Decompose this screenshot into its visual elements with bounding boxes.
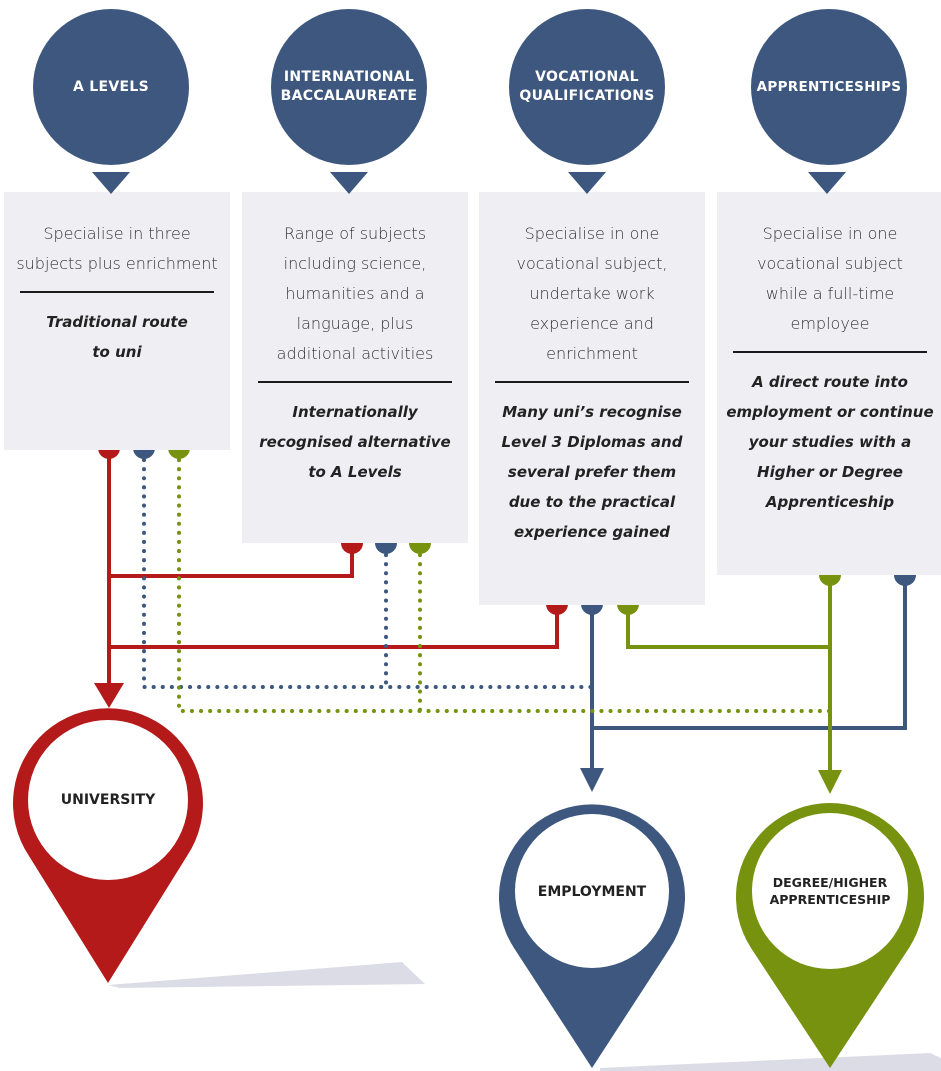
employment-pin-shadow xyxy=(600,1053,941,1071)
vocational-pointer xyxy=(568,172,606,194)
a-levels-description: Specialise in three subjects plus enrich… xyxy=(16,224,218,273)
vocational-apprenticeship-line xyxy=(626,604,830,649)
vocational-divider xyxy=(495,381,689,383)
apprenticeships-title: APPRENTICESHIPS xyxy=(756,78,902,95)
vocational-university-line xyxy=(109,604,559,649)
a-levels-pointer xyxy=(92,172,130,194)
employment-label: EMPLOYMENT xyxy=(537,884,647,900)
a-levels-circle: A LEVELS xyxy=(33,9,189,165)
a-levels-title: A LEVELS xyxy=(73,78,149,95)
a-levels-note: Traditional route to uni xyxy=(46,313,188,361)
vocational-description: Specialise in one vocational subject, un… xyxy=(516,224,668,363)
ib-title: INTERNATIONAL BACCALAUREATE xyxy=(280,69,418,104)
ib-description: Range of subjects including science, hum… xyxy=(276,224,434,363)
employment-pin xyxy=(498,804,685,1068)
a-levels-divider xyxy=(20,291,214,293)
apprenticeships-info-box: Specialise in one vocational subject whi… xyxy=(717,192,941,575)
ib-info-box: Range of subjects including science, hum… xyxy=(242,192,468,543)
university-arrowhead xyxy=(94,683,124,708)
a-levels-employment-line xyxy=(142,458,594,689)
employment-connectors xyxy=(590,575,907,770)
apprenticeship-connectors xyxy=(626,575,832,772)
vocational-title: VOCATIONAL QUALIFICATIONS xyxy=(519,69,655,104)
employment-arrowhead xyxy=(580,768,604,792)
apprenticeships-circle: APPRENTICESHIPS xyxy=(751,9,907,165)
vocational-circle: VOCATIONAL QUALIFICATIONS xyxy=(509,9,665,165)
university-label: UNIVERSITY xyxy=(60,792,156,808)
ib-circle: INTERNATIONAL BACCALAUREATE xyxy=(271,9,427,165)
vocational-info-box: Specialise in one vocational subject, un… xyxy=(479,192,705,605)
apprenticeship-pin xyxy=(736,803,925,1068)
a-levels-info-box: Specialise in three subjects plus enrich… xyxy=(4,192,230,450)
apprenticeships-divider xyxy=(733,351,927,353)
a-levels-apprenticeship-line xyxy=(177,458,832,713)
vocational-note: Many uni’s recognise Level 3 Diplomas an… xyxy=(501,403,683,541)
apprenticeships-employment-line xyxy=(592,575,907,730)
apprenticeships-pointer xyxy=(808,172,846,194)
apprenticeship-label: DEGREE/HIGHER APPRENTICESHIP xyxy=(769,875,891,907)
ib-note: Internationally recognised alternative t… xyxy=(259,403,451,481)
university-pin-shadow xyxy=(108,962,425,988)
apprenticeship-arrowhead xyxy=(818,770,842,794)
apprenticeship-dotted-connectors xyxy=(177,458,832,713)
apprenticeships-note: A direct route into employment or contin… xyxy=(726,373,934,511)
university-pin xyxy=(13,708,204,983)
ib-pointer xyxy=(330,172,368,194)
ib-divider xyxy=(258,381,452,383)
apprenticeships-description: Specialise in one vocational subject whi… xyxy=(757,224,903,333)
employment-dotted-connectors xyxy=(142,458,594,689)
